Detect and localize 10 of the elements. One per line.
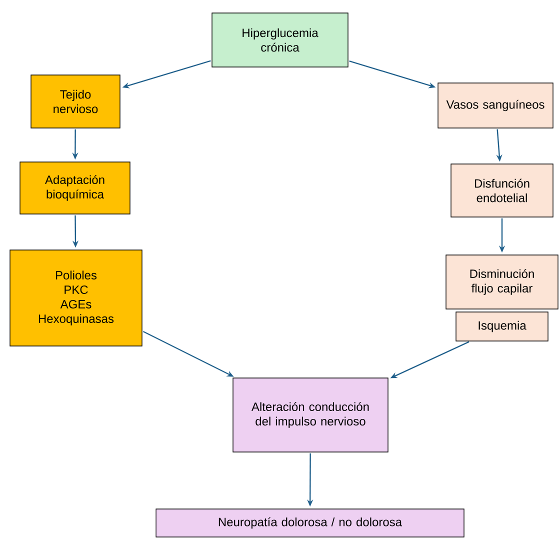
- process-box: Tejido nervioso: [30, 74, 120, 128]
- process-box: Isquemia: [456, 312, 548, 342]
- process-box: Disfunción endotelial: [450, 164, 554, 218]
- list-box: Polioles PKC AGEs Hexoquinasas: [10, 250, 142, 346]
- process-box: Hiperglucemia crónica: [212, 12, 348, 68]
- process-box: Neuropatía dolorosa / no dolorosa: [156, 508, 464, 538]
- process-box: Vasos sanguíneos: [438, 82, 554, 128]
- process-box: Adaptación bioquímica: [20, 162, 130, 214]
- process-box: Alteración conducción del impulso nervioso: [232, 378, 388, 452]
- process-box: Disminución flujo capilar: [446, 254, 558, 310]
